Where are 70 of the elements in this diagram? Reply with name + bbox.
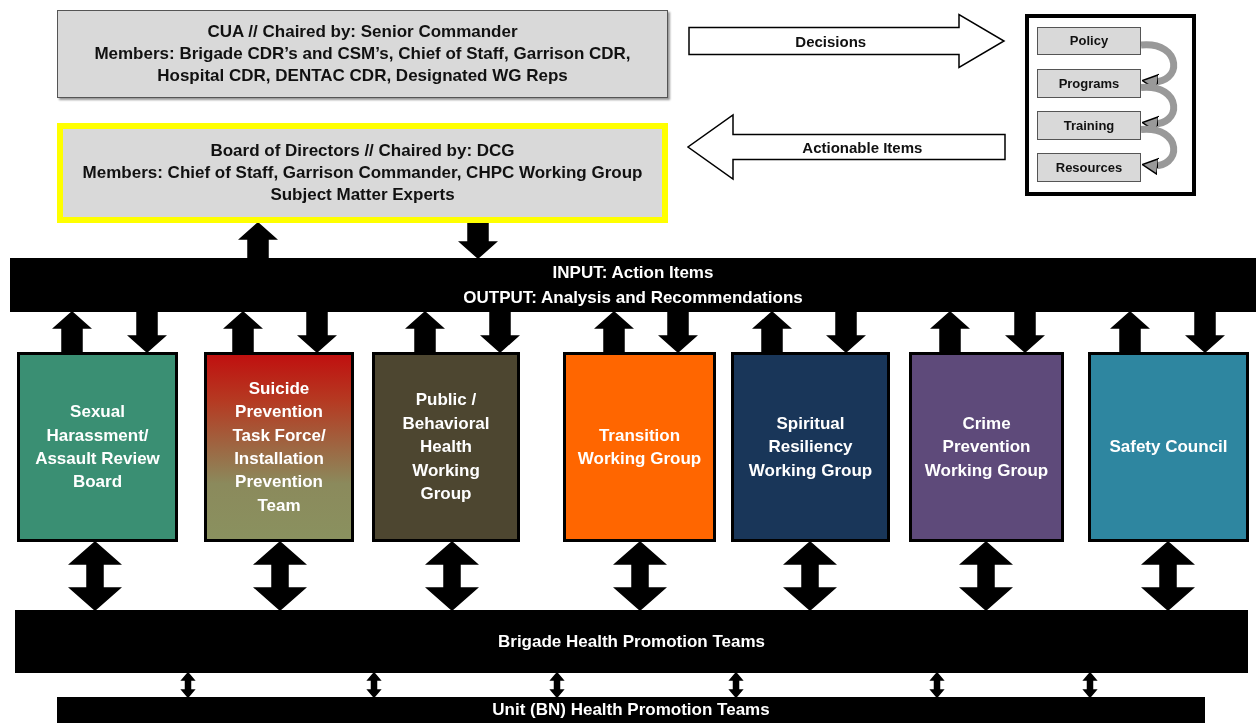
block-arrow: [480, 311, 520, 353]
block-arrow: [1005, 311, 1045, 353]
block-arrow: [613, 541, 667, 611]
block-arrow: [253, 541, 307, 611]
box-text: Resources: [1055, 158, 1123, 177]
block-arrow: [752, 311, 792, 353]
block-arrow: [405, 311, 445, 353]
block-arrow: [594, 311, 634, 353]
block-arrow: [180, 671, 196, 699]
block-arrow: [686, 113, 1006, 181]
block-arrow: [959, 541, 1013, 611]
team-bar: [15, 610, 1248, 673]
box-text: Members: Brigade CDR’s and CSM’s, Chief of Staff, Garrison CDR, Hospital CDR, DENTAC CDR, Designated WG Reps: [93, 42, 632, 88]
working-group-box: [1088, 352, 1249, 542]
block-arrow: [783, 541, 837, 611]
box-heading: Board of Directors // Chaired by: DCG: [210, 139, 515, 162]
working-group-box: [372, 352, 520, 542]
working-group-box: [563, 352, 716, 542]
step-box: [1037, 69, 1141, 98]
block-arrow: [52, 311, 92, 353]
working-group-box: [204, 352, 354, 542]
step-box: [1037, 111, 1141, 140]
block-arrow: [425, 541, 479, 611]
committee-box: [57, 10, 668, 98]
group-name: Safety Council: [1109, 436, 1228, 459]
block-arrow: [1141, 541, 1195, 611]
group-name: Sexual Harassment/ Assault Review Board: [34, 401, 161, 494]
box-text: Brigade Health Promotion Teams: [498, 630, 765, 653]
block-arrow: [549, 671, 565, 699]
block-arrow: [929, 671, 945, 699]
block-arrow: [1185, 311, 1225, 353]
box-text: Unit (BN) Health Promotion Teams: [492, 699, 770, 722]
block-arrow: [688, 13, 1006, 69]
block-arrow: [238, 222, 278, 259]
edge-label: Actionable Items: [802, 138, 923, 156]
step-box: [1037, 27, 1141, 55]
input-output-bar: [10, 258, 1256, 312]
block-arrow: [1082, 671, 1098, 699]
working-group-box: [909, 352, 1064, 542]
box-heading: CUA // Chaired by: Senior Commander: [207, 20, 518, 43]
step-box: [1037, 153, 1141, 182]
box-text: Policy: [1069, 32, 1109, 50]
box-text: Training: [1063, 116, 1115, 135]
block-arrow: [658, 311, 698, 353]
group-name: Public / Behavioral Health Working Group: [401, 389, 491, 506]
block-arrow: [68, 541, 122, 611]
group-name: Transition Working Group: [576, 424, 703, 470]
committee-box: [57, 123, 668, 223]
block-arrow: [297, 311, 337, 353]
edge-label: Decisions: [795, 32, 867, 50]
block-arrow: [930, 311, 970, 353]
working-group-box: [17, 352, 178, 542]
group-name: Suicide Prevention Task Force/ Installation Prevention Team: [231, 377, 327, 517]
box-text: Programs: [1058, 74, 1120, 93]
process-panel: [1025, 14, 1196, 196]
block-arrow: [458, 222, 498, 259]
group-name: Crime Prevention Working Group: [923, 412, 1050, 482]
block-arrow: [127, 311, 167, 353]
block-arrow: [1110, 311, 1150, 353]
team-bar: [57, 697, 1205, 723]
group-name: Spiritual Resiliency Working Group: [747, 412, 874, 482]
curved-arrow: [1140, 125, 1177, 175]
block-arrow: [826, 311, 866, 353]
block-arrow: [366, 671, 382, 699]
box-text: OUTPUT: Analysis and Recommendations: [463, 287, 803, 309]
block-arrow: [223, 311, 263, 353]
working-group-box: [731, 352, 890, 542]
box-heading: INPUT: Action Items: [552, 261, 714, 284]
box-text: Members: Chief of Staff, Garrison Commander, CHPC Working Group Subject Matter Experts: [81, 161, 644, 207]
block-arrow: [728, 671, 744, 699]
